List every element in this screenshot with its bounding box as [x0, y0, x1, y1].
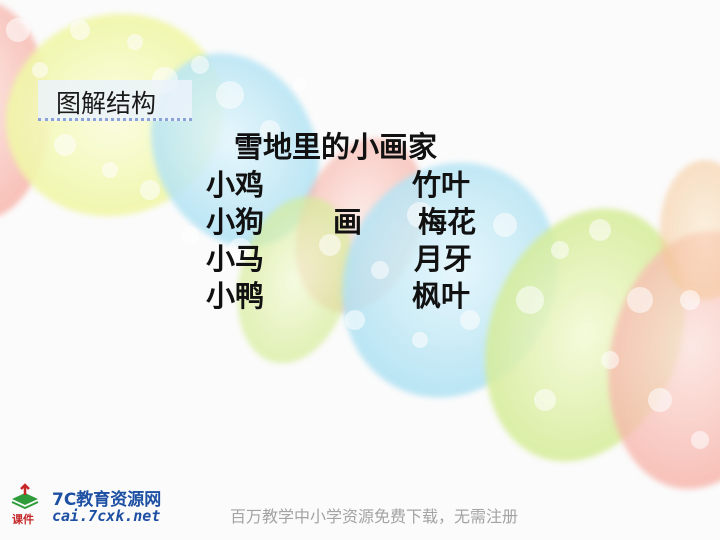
section-title-box: 图解结构: [38, 80, 192, 121]
footer-slogan: 百万教学中小学资源免费下载，无需注册: [230, 507, 519, 526]
logo-site-name: 7C教育资源网: [52, 490, 162, 510]
drawing-crescent-moon: 月牙: [414, 242, 473, 276]
animal-duckling: 小鸭: [206, 279, 265, 313]
drawing-bamboo-leaf: 竹叶: [412, 168, 471, 202]
logo-url[interactable]: cai.7cxk.net: [52, 507, 161, 525]
blue-petal-top: [151, 53, 319, 247]
book-icon: [11, 483, 39, 509]
right-pink-petal: [608, 231, 720, 489]
animal-puppy: 小狗: [206, 205, 265, 239]
site-logo[interactable]: 课件 7C教育资源网 cai.7cxk.net: [10, 483, 170, 528]
drawing-maple-leaf: 枫叶: [412, 279, 471, 313]
logo-kejian-label: 课件: [12, 513, 34, 526]
verb-draw: 画: [333, 205, 363, 239]
drawing-plum-blossom: 梅花: [418, 205, 477, 239]
animal-pony: 小马: [206, 242, 265, 276]
animal-chick: 小鸡: [206, 168, 265, 202]
poem-title: 雪地里的小画家: [234, 130, 438, 164]
right-orange-petal: [660, 160, 720, 300]
section-title: 图解结构: [56, 89, 157, 118]
